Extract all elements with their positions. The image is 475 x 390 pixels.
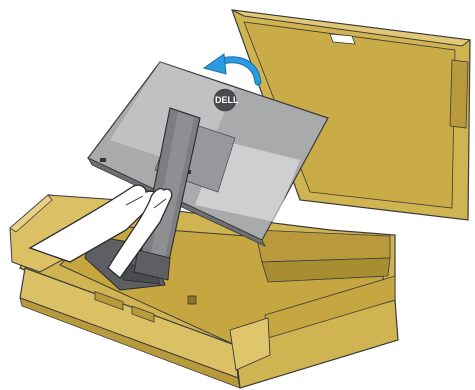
box-tray [10,195,398,388]
dell-logo-text: DELL [215,95,239,105]
